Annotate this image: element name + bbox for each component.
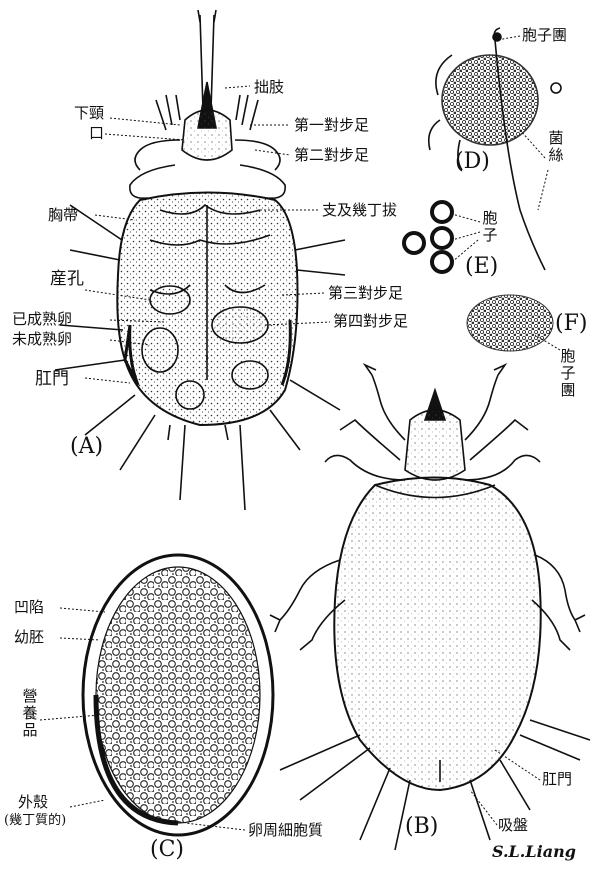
- label-sucker: 吸盤: [498, 818, 528, 833]
- label-anus-a: 肛門: [35, 372, 69, 387]
- label-mature-egg: 已成熟卵: [12, 312, 72, 327]
- label-larva: 幼胚: [14, 630, 44, 645]
- label-egg-cell: 卵周細胞質: [248, 823, 323, 838]
- label-anus-b: 肛門: [542, 772, 572, 787]
- figure-label-d: (D): [455, 150, 490, 174]
- label-immature-egg: 未成熟卵: [12, 332, 72, 347]
- label-chelicerae: 拙肢: [254, 80, 284, 95]
- label-leg-pair-2: 第二對步足: [294, 148, 369, 163]
- label-support-chitin: 支及幾丁拔: [322, 203, 397, 218]
- spores-e: [404, 202, 452, 272]
- figure-label-e: (E): [465, 255, 498, 279]
- egg-c: [83, 555, 273, 835]
- label-hypha: 菌絲: [548, 130, 564, 164]
- figure-label-b: (B): [405, 815, 438, 839]
- label-mouth: 口: [89, 126, 104, 141]
- label-spore-mass-f: 胞子團: [560, 348, 576, 399]
- label-leg-pair-4: 第四對步足: [333, 314, 408, 329]
- label-thoracic-band: 胸帶: [48, 208, 78, 223]
- artist-signature: S.L.Liang: [492, 842, 576, 861]
- figure-label-f: (F): [555, 312, 587, 336]
- label-spore: 胞子: [482, 210, 498, 244]
- figure-label-a: (A): [70, 435, 103, 459]
- label-pit: 凹陷: [14, 600, 44, 615]
- label-leg-pair-1: 第一對步足: [294, 118, 369, 133]
- label-genital-pore: 産孔: [50, 272, 84, 287]
- label-lower-jaw: 下頸: [74, 106, 104, 121]
- figure-label-c: (C): [150, 838, 184, 862]
- label-nutrient: 營養品: [22, 688, 38, 739]
- label-shell-note: (幾丁質的): [4, 813, 66, 828]
- label-spore-mass-d: 胞子團: [522, 28, 567, 43]
- label-shell: 外殼: [18, 795, 48, 810]
- label-leg-pair-3: 第三對步足: [328, 286, 403, 301]
- spore-mass-f: [467, 295, 553, 351]
